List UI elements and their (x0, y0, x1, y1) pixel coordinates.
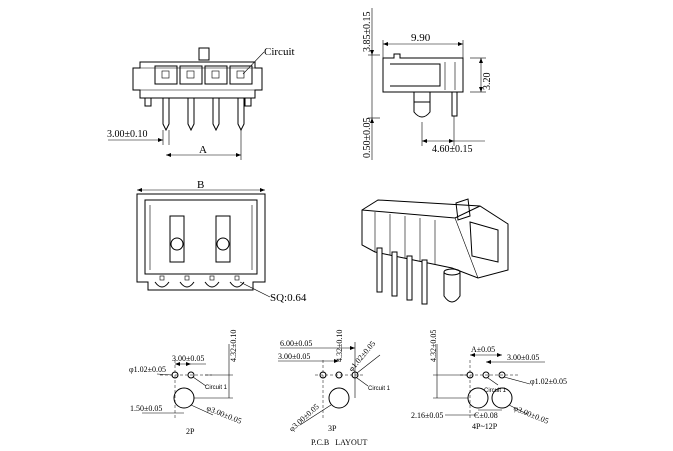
bottom-offset-dimension: 0.50±0.05 (362, 118, 373, 159)
width-a-label: A (199, 144, 207, 156)
center-4p: C±0.08 (474, 411, 498, 420)
pin-offset-dimension: 4.60±0.15 (432, 144, 473, 155)
height-3p: 4.32±0.10 (335, 330, 344, 362)
peg-dia-2p: φ3.00±0.05 (205, 404, 243, 426)
pitch-dimension: 3.00±0.10 (107, 129, 148, 140)
circuit-label: Circuit (264, 46, 295, 58)
height-4p: 4.32±0.05 (429, 330, 438, 362)
caption-2p: 2P (186, 427, 195, 436)
caption-4p: 4P~12P (472, 422, 498, 431)
depth-dimension: 9.90 (411, 32, 431, 44)
side-view: 3.85±0.15 0.50±0.05 9.90 3.20 4.60±0.15 (362, 8, 493, 160)
peg-dia-4p: φ3.00±0.05 (512, 404, 550, 426)
hole-dia-4p: φ1.02±0.05 (530, 377, 567, 386)
hole-dia-3p: φ1.02±0.05 (347, 339, 378, 373)
pcb-layout-title: P.C.B LAYOUT (311, 438, 367, 447)
span-3p: 6.00±0.05 (280, 339, 312, 348)
pin-square-label: SQ:0.64 (270, 292, 307, 304)
peg-dia-3p: φ3.00±0.05 (287, 402, 321, 433)
front-view: Circuit 3.00±0.10 A (107, 46, 295, 160)
pcb-layout-2p: 3.00±0.05 4.32±0.10 φ1.02±0.05 Circuit 1… (129, 330, 243, 436)
circuit-2p: Circuit 1 (205, 385, 228, 391)
offset-4p: 2.16±0.05 (411, 411, 443, 420)
pin-height-dimension: 3.20 (482, 73, 493, 91)
pitch-3p: 3.00±0.05 (278, 352, 310, 361)
circuit-4p: Circuit 1 (484, 388, 507, 394)
height-2p: 4.32±0.10 (229, 330, 238, 362)
top-height-dimension: 3.85±0.15 (362, 12, 373, 53)
caption-3p: 3P (328, 424, 337, 433)
pitch-2p: 3.00±0.05 (172, 354, 204, 363)
bottom-view: B SQ:0.64 (136, 179, 307, 304)
circuit-3p: Circuit 1 (368, 386, 391, 392)
hole-dia-2p: φ1.02±0.05 (129, 365, 166, 374)
width-b-label: B (197, 179, 204, 191)
isometric-view (361, 198, 509, 305)
offset-2p: 1.50±0.05 (130, 404, 162, 413)
pcb-layout-4p-12p: 4.32±0.05 A±0.05 3.00±0.05 φ1.02±0.05 Ci… (411, 330, 567, 431)
pcb-layout-3p: 6.00±0.05 3.00±0.05 4.32±0.10 φ1.02±0.05… (278, 330, 391, 433)
span-4p: A±0.05 (471, 345, 495, 354)
pitch-4p: 3.00±0.05 (507, 353, 539, 362)
